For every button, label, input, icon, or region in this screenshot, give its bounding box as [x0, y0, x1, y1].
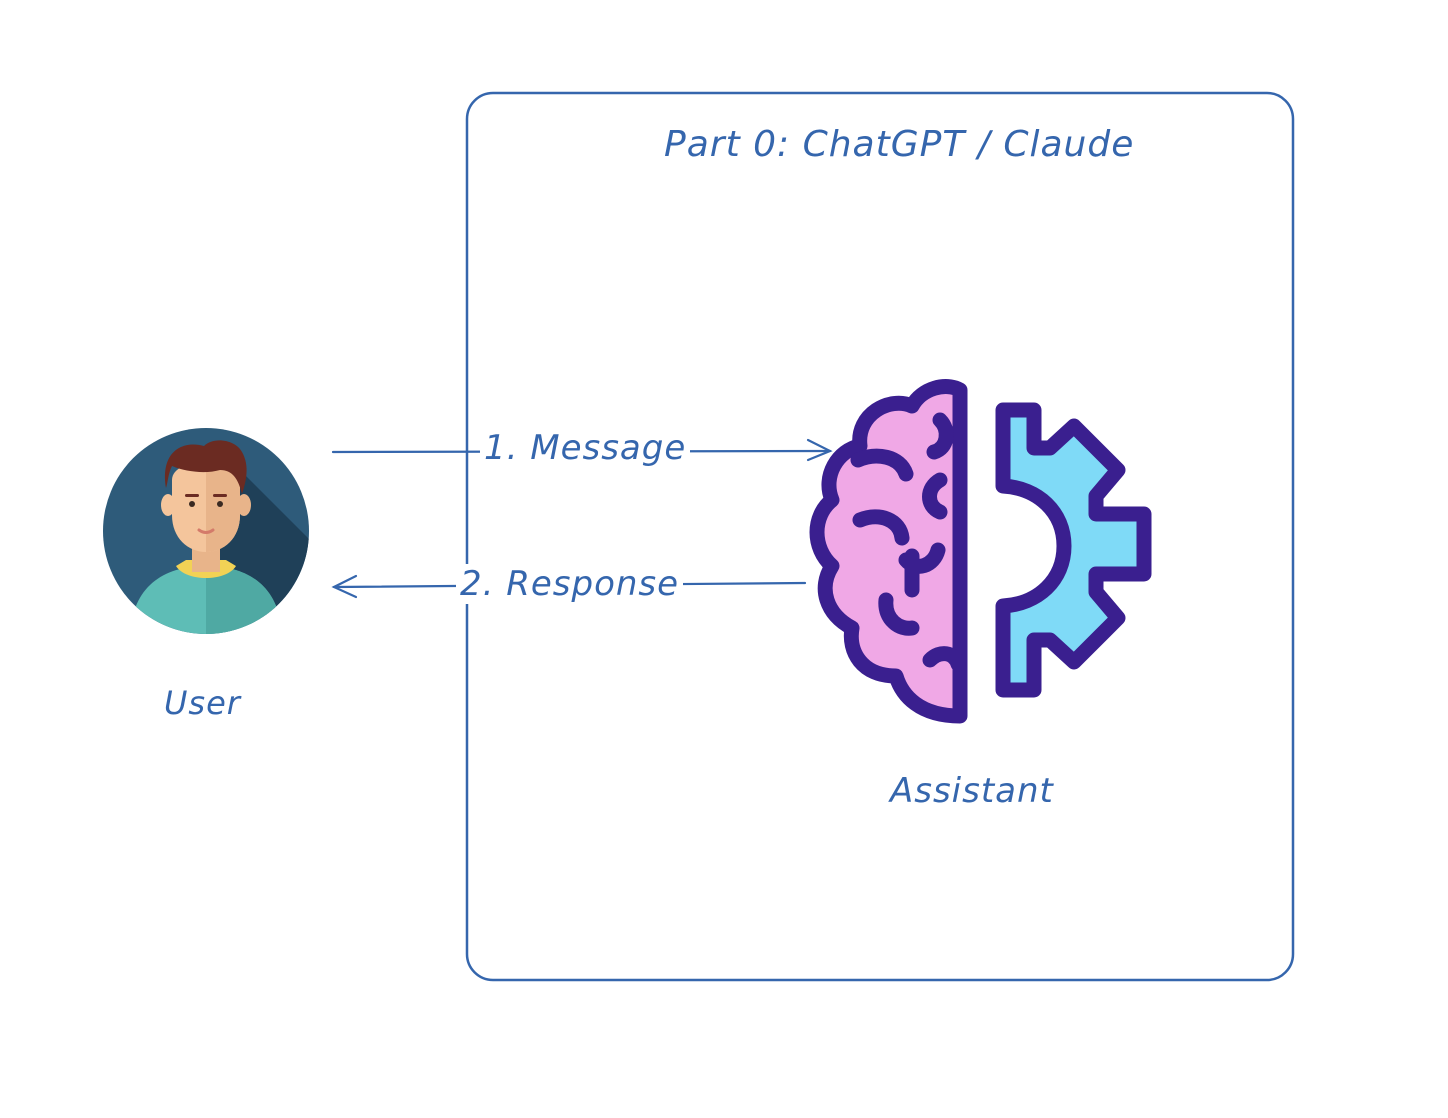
- response-edge-label: 2. Response: [456, 564, 684, 604]
- gear-half: [995, 402, 1152, 698]
- user-avatar-icon: [103, 428, 309, 634]
- brain-half: [809, 379, 968, 724]
- container-title: Part 0: ChatGPT / Claude: [664, 124, 1135, 165]
- brain-gear-icon: [809, 379, 1152, 724]
- message-edge-label: 1. Message: [480, 428, 691, 468]
- assistant-label: Assistant: [890, 771, 1054, 811]
- assistant-container-box: [465, 91, 1295, 982]
- user-label: User: [164, 684, 241, 722]
